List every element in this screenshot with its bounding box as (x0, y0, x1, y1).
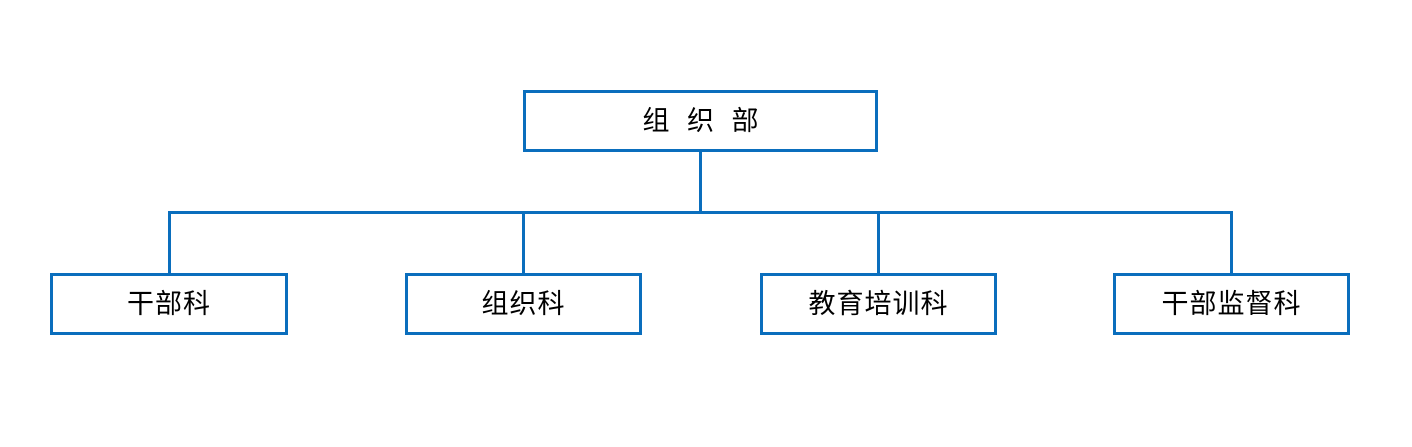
org-node-child-label: 教育培训科 (808, 288, 949, 319)
org-node-child-ganbujianduke: 干部监督科 (1113, 273, 1350, 335)
connector-root-stem (699, 152, 702, 214)
org-node-child-label: 干部科 (127, 288, 211, 319)
connector-drop-child-0 (168, 211, 171, 274)
org-node-child-jiaoyupeixunke: 教育培训科 (760, 273, 997, 335)
connector-drop-child-2 (877, 211, 880, 274)
org-node-child-ganbuke: 干部科 (50, 273, 288, 335)
connector-drop-child-3 (1230, 211, 1233, 274)
org-node-child-label: 组织科 (481, 288, 566, 319)
org-node-child-zuzhike: 组织科 (405, 273, 642, 335)
connector-drop-child-1 (522, 211, 525, 274)
org-node-child-label: 干部监督科 (1161, 288, 1302, 319)
org-node-root-label: 组 织 部 (642, 105, 764, 136)
connector-horizontal-rail (168, 211, 1233, 214)
org-node-root: 组 织 部 (523, 90, 878, 152)
